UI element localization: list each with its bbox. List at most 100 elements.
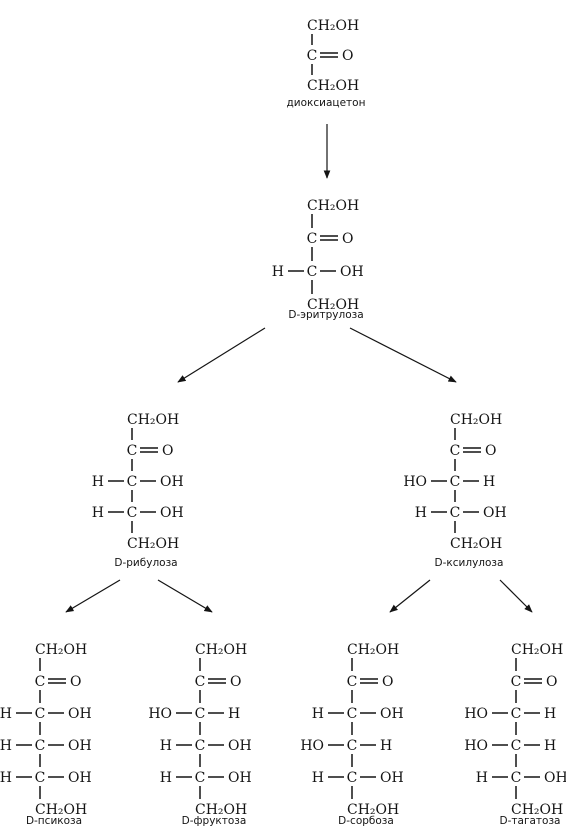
backbone-carbon: C	[450, 505, 461, 521]
terminal-group: CH₂OH	[127, 536, 179, 552]
backbone-carbon: C	[450, 443, 461, 459]
terminal-group: CH₂OH	[307, 198, 359, 214]
substituent-right: OH	[340, 264, 364, 280]
substituent-left: H	[312, 706, 324, 722]
substituent-right: H	[544, 738, 556, 754]
substituent-right: O	[162, 443, 173, 459]
backbone-carbon: C	[35, 738, 46, 754]
substituent-left: HO	[300, 738, 324, 754]
backbone-carbon: C	[511, 738, 522, 754]
substituent-right: OH	[380, 706, 404, 722]
substituent-right: OH	[228, 770, 252, 786]
substituent-right: O	[230, 674, 241, 690]
terminal-group: CH₂OH	[307, 78, 359, 94]
backbone-carbon: C	[511, 706, 522, 722]
substituent-left: H	[0, 770, 12, 786]
substituent-right: O	[70, 674, 81, 690]
backbone-carbon: C	[511, 770, 522, 786]
terminal-group: CH₂OH	[35, 802, 87, 818]
backbone-carbon: C	[195, 770, 206, 786]
terminal-group: CH₂OH	[511, 642, 563, 658]
compound-name: D-ксилулоза	[435, 557, 504, 569]
compound-name: диоксиацетон	[287, 97, 366, 109]
terminal-group: CH₂OH	[347, 802, 399, 818]
arrow-d-xylulose-to-d-sorbose	[389, 579, 431, 613]
backbone-carbon: C	[195, 674, 206, 690]
substituent-left: HO	[148, 706, 172, 722]
arrow-d-erythrulose-to-d-xylulose	[349, 327, 457, 383]
substituent-left: H	[312, 770, 324, 786]
substituent-right: OH	[544, 770, 566, 786]
substituent-left: H	[272, 264, 284, 280]
substituent-right: O	[382, 674, 393, 690]
backbone-carbon: C	[35, 674, 46, 690]
backbone-carbon: C	[195, 738, 206, 754]
substituent-left: H	[415, 505, 427, 521]
substituent-right: OH	[160, 505, 184, 521]
substituent-left: HO	[403, 474, 427, 490]
backbone-carbon: C	[195, 706, 206, 722]
backbone-carbon: C	[511, 674, 522, 690]
compound-name: D-фруктоза	[182, 815, 247, 827]
substituent-right: OH	[160, 474, 184, 490]
arrow-d-xylulose-to-d-tagatose	[499, 579, 533, 613]
substituent-left: HO	[464, 738, 488, 754]
backbone-carbon: C	[127, 474, 138, 490]
terminal-group: CH₂OH	[347, 642, 399, 658]
backbone-carbon: C	[35, 706, 46, 722]
substituent-left: H	[0, 738, 12, 754]
substituent-left: H	[160, 738, 172, 754]
terminal-group: CH₂OH	[127, 412, 179, 428]
terminal-group: CH₂OH	[195, 802, 247, 818]
backbone-carbon: C	[127, 505, 138, 521]
substituent-left: H	[476, 770, 488, 786]
substituent-right: O	[342, 48, 353, 64]
substituent-left: H	[160, 770, 172, 786]
compound-name: D-псикоза	[26, 815, 82, 827]
backbone-carbon: C	[450, 474, 461, 490]
terminal-group: CH₂OH	[307, 18, 359, 34]
backbone-carbon: C	[307, 264, 318, 280]
substituent-left: H	[0, 706, 12, 722]
arrow-d-erythrulose-to-d-ribulose	[177, 327, 266, 383]
substituent-right: O	[485, 443, 496, 459]
backbone-carbon: C	[347, 738, 358, 754]
substituent-right: OH	[68, 706, 92, 722]
backbone-carbon: C	[347, 674, 358, 690]
substituent-right: OH	[228, 738, 252, 754]
terminal-group: CH₂OH	[307, 297, 359, 313]
substituent-right: OH	[68, 738, 92, 754]
reaction-arrows	[65, 124, 533, 613]
terminal-group: CH₂OH	[35, 642, 87, 658]
terminal-group: CH₂OH	[450, 536, 502, 552]
backbone-carbon: C	[35, 770, 46, 786]
substituent-right: OH	[483, 505, 507, 521]
terminal-group: CH₂OH	[511, 802, 563, 818]
substituent-left: H	[92, 474, 104, 490]
arrow-d-ribulose-to-d-fructose	[157, 579, 213, 613]
terminal-group: CH₂OH	[195, 642, 247, 658]
backbone-carbon: C	[307, 231, 318, 247]
compound-name: D-рибулоза	[114, 557, 177, 569]
substituent-left: HO	[464, 706, 488, 722]
backbone-carbon: C	[347, 770, 358, 786]
substituent-right: H	[483, 474, 495, 490]
compound-name: D-тагатоза	[500, 815, 561, 827]
compound-name: D-сорбоза	[338, 815, 394, 827]
substituent-right: OH	[68, 770, 92, 786]
backbone-carbon: C	[127, 443, 138, 459]
substituent-right: O	[546, 674, 557, 690]
substituent-right: H	[544, 706, 556, 722]
arrow-d-ribulose-to-d-psicose	[65, 579, 121, 613]
substituent-right: OH	[380, 770, 404, 786]
backbone-carbon: C	[347, 706, 358, 722]
